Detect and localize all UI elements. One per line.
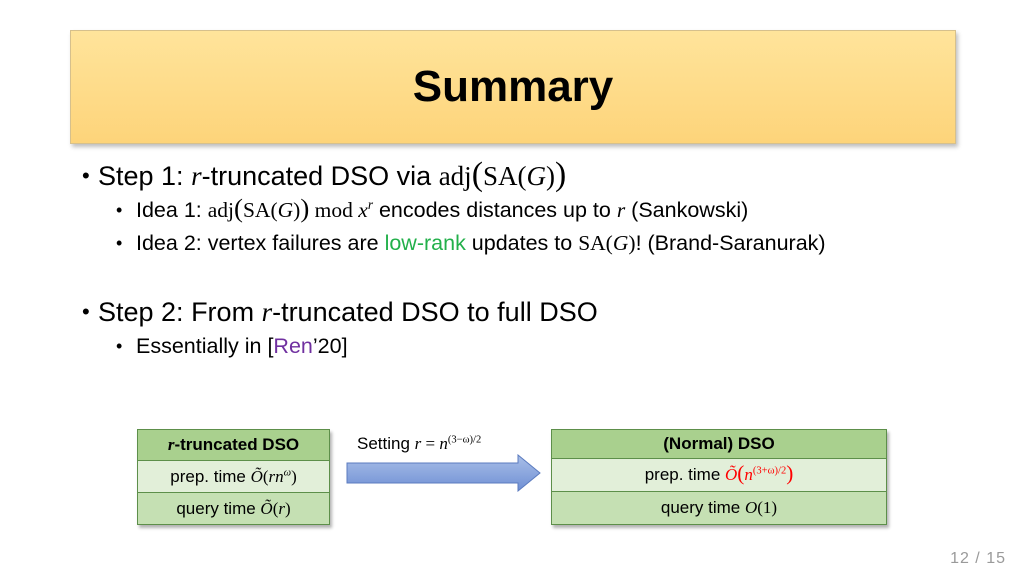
page-number: 12 / 15 <box>950 550 1006 567</box>
left-prep-rn: rn <box>268 466 284 486</box>
left-prep-exp: ω <box>283 466 292 478</box>
setting-text: Setting <box>357 434 415 453</box>
left-prep-close: ) <box>291 466 297 486</box>
step2-r: r <box>261 297 273 327</box>
idea2-cite: ! (Brand-Saranurak) <box>635 231 826 255</box>
setting-n: n <box>439 434 448 453</box>
left-table-prep-row: prep. time Õ(rnω) <box>137 460 330 493</box>
bullet-spacer <box>82 260 982 294</box>
right-prep-n: n <box>744 465 753 484</box>
left-prep-open: ( <box>262 466 269 486</box>
idea2-math: SA(G) <box>578 231 635 255</box>
idea2-low-rank: low-rank <box>384 231 466 255</box>
r-truncated-dso-table: r-truncated DSO prep. time Õ(rnω) query … <box>137 429 330 525</box>
idea1-label: Idea 1: <box>136 198 208 222</box>
idea1-text: encodes distances up to <box>373 198 617 222</box>
idea2-text: updates to <box>465 231 579 255</box>
right-query-label: query time <box>660 498 745 517</box>
idea1-math: adj(SA(G)) mod xr <box>207 193 373 223</box>
step2-text: -truncated DSO to full DSO <box>272 297 598 327</box>
left-table-query-row: query time Õ(r) <box>137 492 330 525</box>
step1-label: Step 1: <box>98 161 192 191</box>
idea2-label: Idea 2: vertex failures are <box>136 231 385 255</box>
ren-year: ’20] <box>312 334 348 358</box>
idea1-r: r <box>616 198 626 222</box>
right-prep-formula: Õ(n(3+ω)/2) <box>725 462 793 484</box>
step1-math: adj(SA(G)) <box>438 156 567 193</box>
right-prep-open: ( <box>737 461 745 485</box>
bullet-idea2: Idea 2: vertex failures are low-rank upd… <box>82 227 982 260</box>
right-table-prep-row: prep. time Õ(n(3+ω)/2) <box>551 458 887 492</box>
left-prep-cell: prep. time Õ(rnω) <box>137 460 330 493</box>
idea1-x: x <box>358 198 368 222</box>
right-prep-close: ) <box>786 461 794 485</box>
left-query-cell: query time Õ(r) <box>137 492 330 525</box>
left-table-header: r-truncated DSO <box>137 429 330 461</box>
step2-label: Step 2: From <box>98 297 262 327</box>
idea1-close: ) <box>293 198 301 222</box>
right-query-cell: query time O(1) <box>551 491 887 525</box>
right-prep-label: prep. time <box>644 465 726 484</box>
setting-label: Setting r = n(3−ω)/2 <box>357 434 481 454</box>
step1-close: ) <box>545 161 555 191</box>
bullet-list: Step 1: r-truncated DSO via adj(SA(G)) I… <box>82 158 982 363</box>
idea2-g: G <box>612 231 629 255</box>
left-query-close: ) <box>285 498 291 518</box>
right-table-header-row: (Normal) DSO <box>551 429 887 459</box>
bullet-idea1: Idea 1: adj(SA(G)) mod xr encodes distan… <box>82 194 982 227</box>
idea2-close: ) <box>628 231 636 255</box>
setting-eq: = <box>421 434 440 453</box>
left-query-label: query time <box>176 498 261 518</box>
left-table-header-row: r-truncated DSO <box>137 429 330 461</box>
right-query-o: O <box>744 498 758 517</box>
right-table-header: (Normal) DSO <box>551 429 887 459</box>
bullet-step1: Step 1: r-truncated DSO via adj(SA(G)) <box>82 158 982 194</box>
essentially-label: Essentially in [ <box>136 334 274 358</box>
left-query-open: ( <box>272 498 279 518</box>
idea1-mod: mod <box>309 198 359 222</box>
left-header-r: r <box>167 435 175 454</box>
step1-sa: SA( <box>482 161 527 191</box>
ren-reference: Ren <box>273 334 313 358</box>
idea1-g: G <box>277 198 294 222</box>
idea2-sa: SA( <box>578 231 613 255</box>
right-prep-exp: (3+ω)/2 <box>752 465 787 477</box>
idea1-xexp: r <box>367 196 373 212</box>
left-prep-label: prep. time <box>170 466 251 486</box>
step1-adj: adj <box>438 161 472 191</box>
setting-r: r <box>414 434 422 453</box>
right-prep-cell: prep. time Õ(n(3+ω)/2) <box>551 458 887 492</box>
idea1-cite: (Sankowski) <box>625 198 749 222</box>
bullet-step2: Step 2: From r-truncated DSO to full DSO <box>82 294 982 330</box>
normal-dso-table: (Normal) DSO prep. time Õ(n(3+ω)/2) quer… <box>551 429 887 525</box>
right-query-arg: (1) <box>757 498 778 517</box>
setting-exp: (3−ω)/2 <box>447 434 482 446</box>
idea1-adj: adj <box>207 198 235 222</box>
step1-r: r <box>191 161 202 191</box>
title-bar: Summary <box>70 30 956 144</box>
right-arrow-icon <box>346 454 541 492</box>
bullet-essentially: Essentially in [Ren’20] <box>82 330 982 363</box>
right-table-query-row: query time O(1) <box>551 491 887 525</box>
idea1-sa: SA( <box>242 198 278 222</box>
step1-text: -truncated DSO via <box>201 161 439 191</box>
right-prep-o: Õ <box>725 465 738 484</box>
left-query-r: r <box>278 498 285 518</box>
left-query-o: Õ <box>260 498 273 518</box>
step1-g: G <box>526 161 546 191</box>
left-prep-o: Õ <box>250 466 263 486</box>
left-header-text: -truncated DSO <box>174 435 300 454</box>
slide-title: Summary <box>412 62 614 111</box>
